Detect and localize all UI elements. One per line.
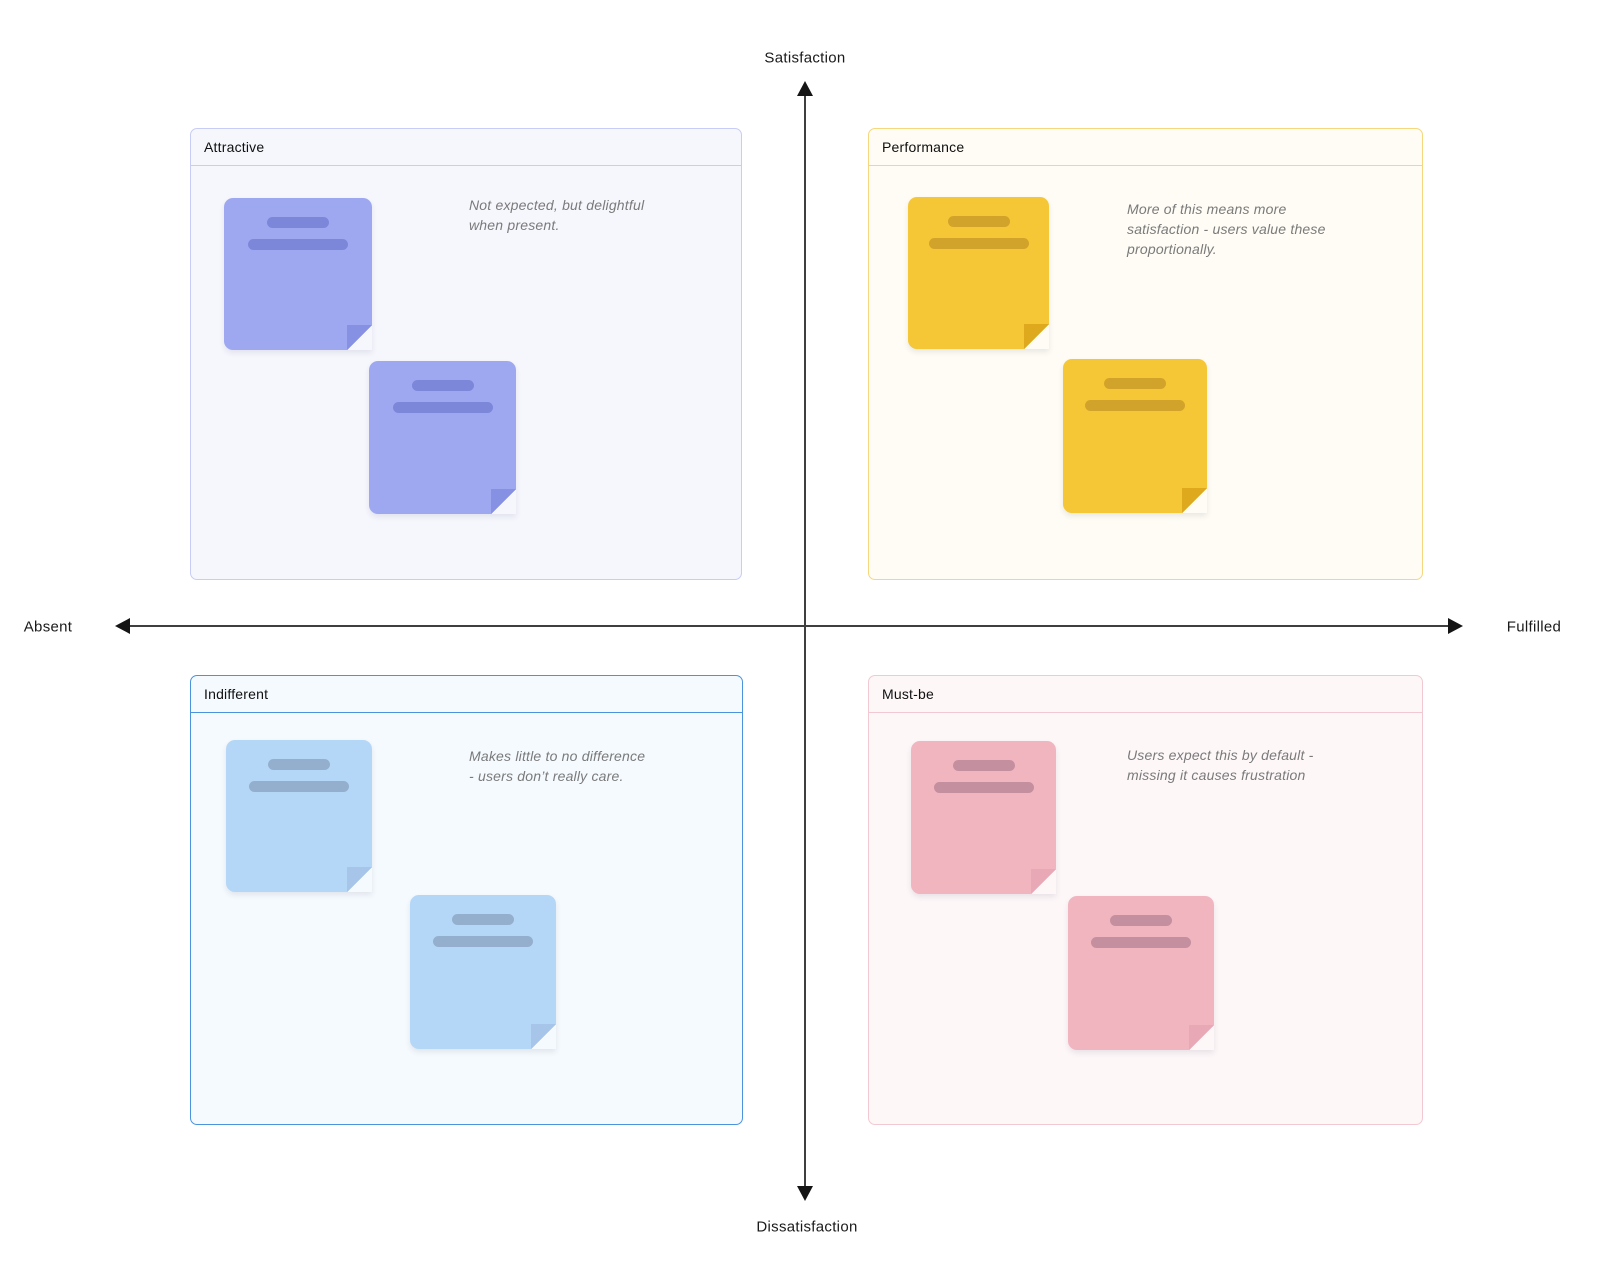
- sticky-note[interactable]: [911, 741, 1056, 894]
- sticky-note[interactable]: [226, 740, 372, 892]
- note-text-placeholder-line: [1110, 915, 1172, 926]
- quadrant-description: Users expect this by default - missing i…: [1127, 745, 1314, 785]
- axis-arrow-down-icon: [797, 1186, 813, 1201]
- description-line: when present.: [469, 217, 560, 233]
- note-folded-corner-icon: [347, 867, 372, 892]
- note-folded-corner-icon: [1182, 488, 1207, 513]
- note-text-placeholder-line: [933, 782, 1034, 793]
- quadrant-description: Not expected, but delightful when presen…: [469, 195, 644, 235]
- note-text-placeholder-line: [1091, 937, 1191, 948]
- description-line: Makes little to no difference: [469, 748, 646, 764]
- note-text-placeholder-line: [248, 239, 348, 250]
- quadrant-title: Must-be: [882, 686, 934, 702]
- note-text-placeholder-line: [411, 380, 474, 391]
- description-line: - users don’t really care.: [469, 768, 624, 784]
- note-folded-corner-icon: [531, 1024, 556, 1049]
- quadrant-header: Attractive: [191, 129, 741, 166]
- note-text-placeholder-line: [267, 217, 329, 228]
- note-text-placeholder-line: [952, 760, 1015, 771]
- sticky-note[interactable]: [1068, 896, 1214, 1050]
- quadrant-performance[interactable]: Performance More of this means more sati…: [868, 128, 1423, 580]
- vertical-axis-line: [804, 94, 806, 1188]
- quadrant-must-be[interactable]: Must-be Users expect this by default - m…: [868, 675, 1423, 1125]
- note-folded-corner-icon: [1031, 869, 1056, 894]
- axis-label-fulfilled: Fulfilled: [1506, 618, 1562, 636]
- note-text-placeholder-line: [268, 759, 330, 770]
- note-text-placeholder-line: [433, 936, 533, 947]
- sticky-note[interactable]: [1063, 359, 1207, 513]
- description-line: Users expect this by default -: [1127, 747, 1314, 763]
- quadrant-header: Indifferent: [191, 676, 742, 713]
- quadrant-title: Indifferent: [204, 686, 269, 702]
- note-folded-corner-icon: [491, 489, 516, 514]
- quadrant-title: Performance: [882, 139, 965, 155]
- note-folded-corner-icon: [1024, 324, 1049, 349]
- note-text-placeholder-line: [1085, 400, 1185, 411]
- sticky-note[interactable]: [224, 198, 372, 350]
- description-line: More of this means more: [1127, 201, 1287, 217]
- quadrant-header: Must-be: [869, 676, 1422, 713]
- quadrant-header: Performance: [869, 129, 1422, 166]
- description-line: Not expected, but delightful: [469, 197, 645, 213]
- description-line: missing it causes frustration: [1127, 767, 1306, 783]
- axis-label-absent: Absent: [23, 618, 73, 636]
- note-folded-corner-icon: [1189, 1025, 1214, 1050]
- sticky-note[interactable]: [369, 361, 516, 514]
- axis-arrow-right-icon: [1448, 618, 1463, 634]
- description-line: satisfaction - users value these: [1127, 221, 1326, 237]
- axis-label-dissatisfaction: Dissatisfaction: [756, 1218, 858, 1236]
- note-folded-corner-icon: [347, 325, 372, 350]
- quadrant-indifferent[interactable]: Indifferent Makes little to no differenc…: [190, 675, 743, 1125]
- sticky-note[interactable]: [410, 895, 556, 1049]
- note-text-placeholder-line: [392, 402, 493, 413]
- quadrant-title: Attractive: [204, 139, 265, 155]
- axis-label-satisfaction: Satisfaction: [764, 49, 846, 67]
- note-text-placeholder-line: [452, 914, 514, 925]
- quadrant-attractive[interactable]: Attractive Not expected, but delightful …: [190, 128, 742, 580]
- sticky-note[interactable]: [908, 197, 1049, 349]
- axis-arrow-left-icon: [115, 618, 130, 634]
- quadrant-description: Makes little to no difference - users do…: [469, 746, 645, 786]
- note-text-placeholder-line: [249, 781, 349, 792]
- note-text-placeholder-line: [947, 216, 1010, 227]
- description-line: proportionally.: [1127, 241, 1217, 257]
- note-text-placeholder-line: [1104, 378, 1166, 389]
- note-text-placeholder-line: [928, 238, 1029, 249]
- horizontal-axis-line: [129, 625, 1449, 627]
- quadrant-description: More of this means more satisfaction - u…: [1127, 199, 1326, 259]
- axis-arrow-up-icon: [797, 81, 813, 96]
